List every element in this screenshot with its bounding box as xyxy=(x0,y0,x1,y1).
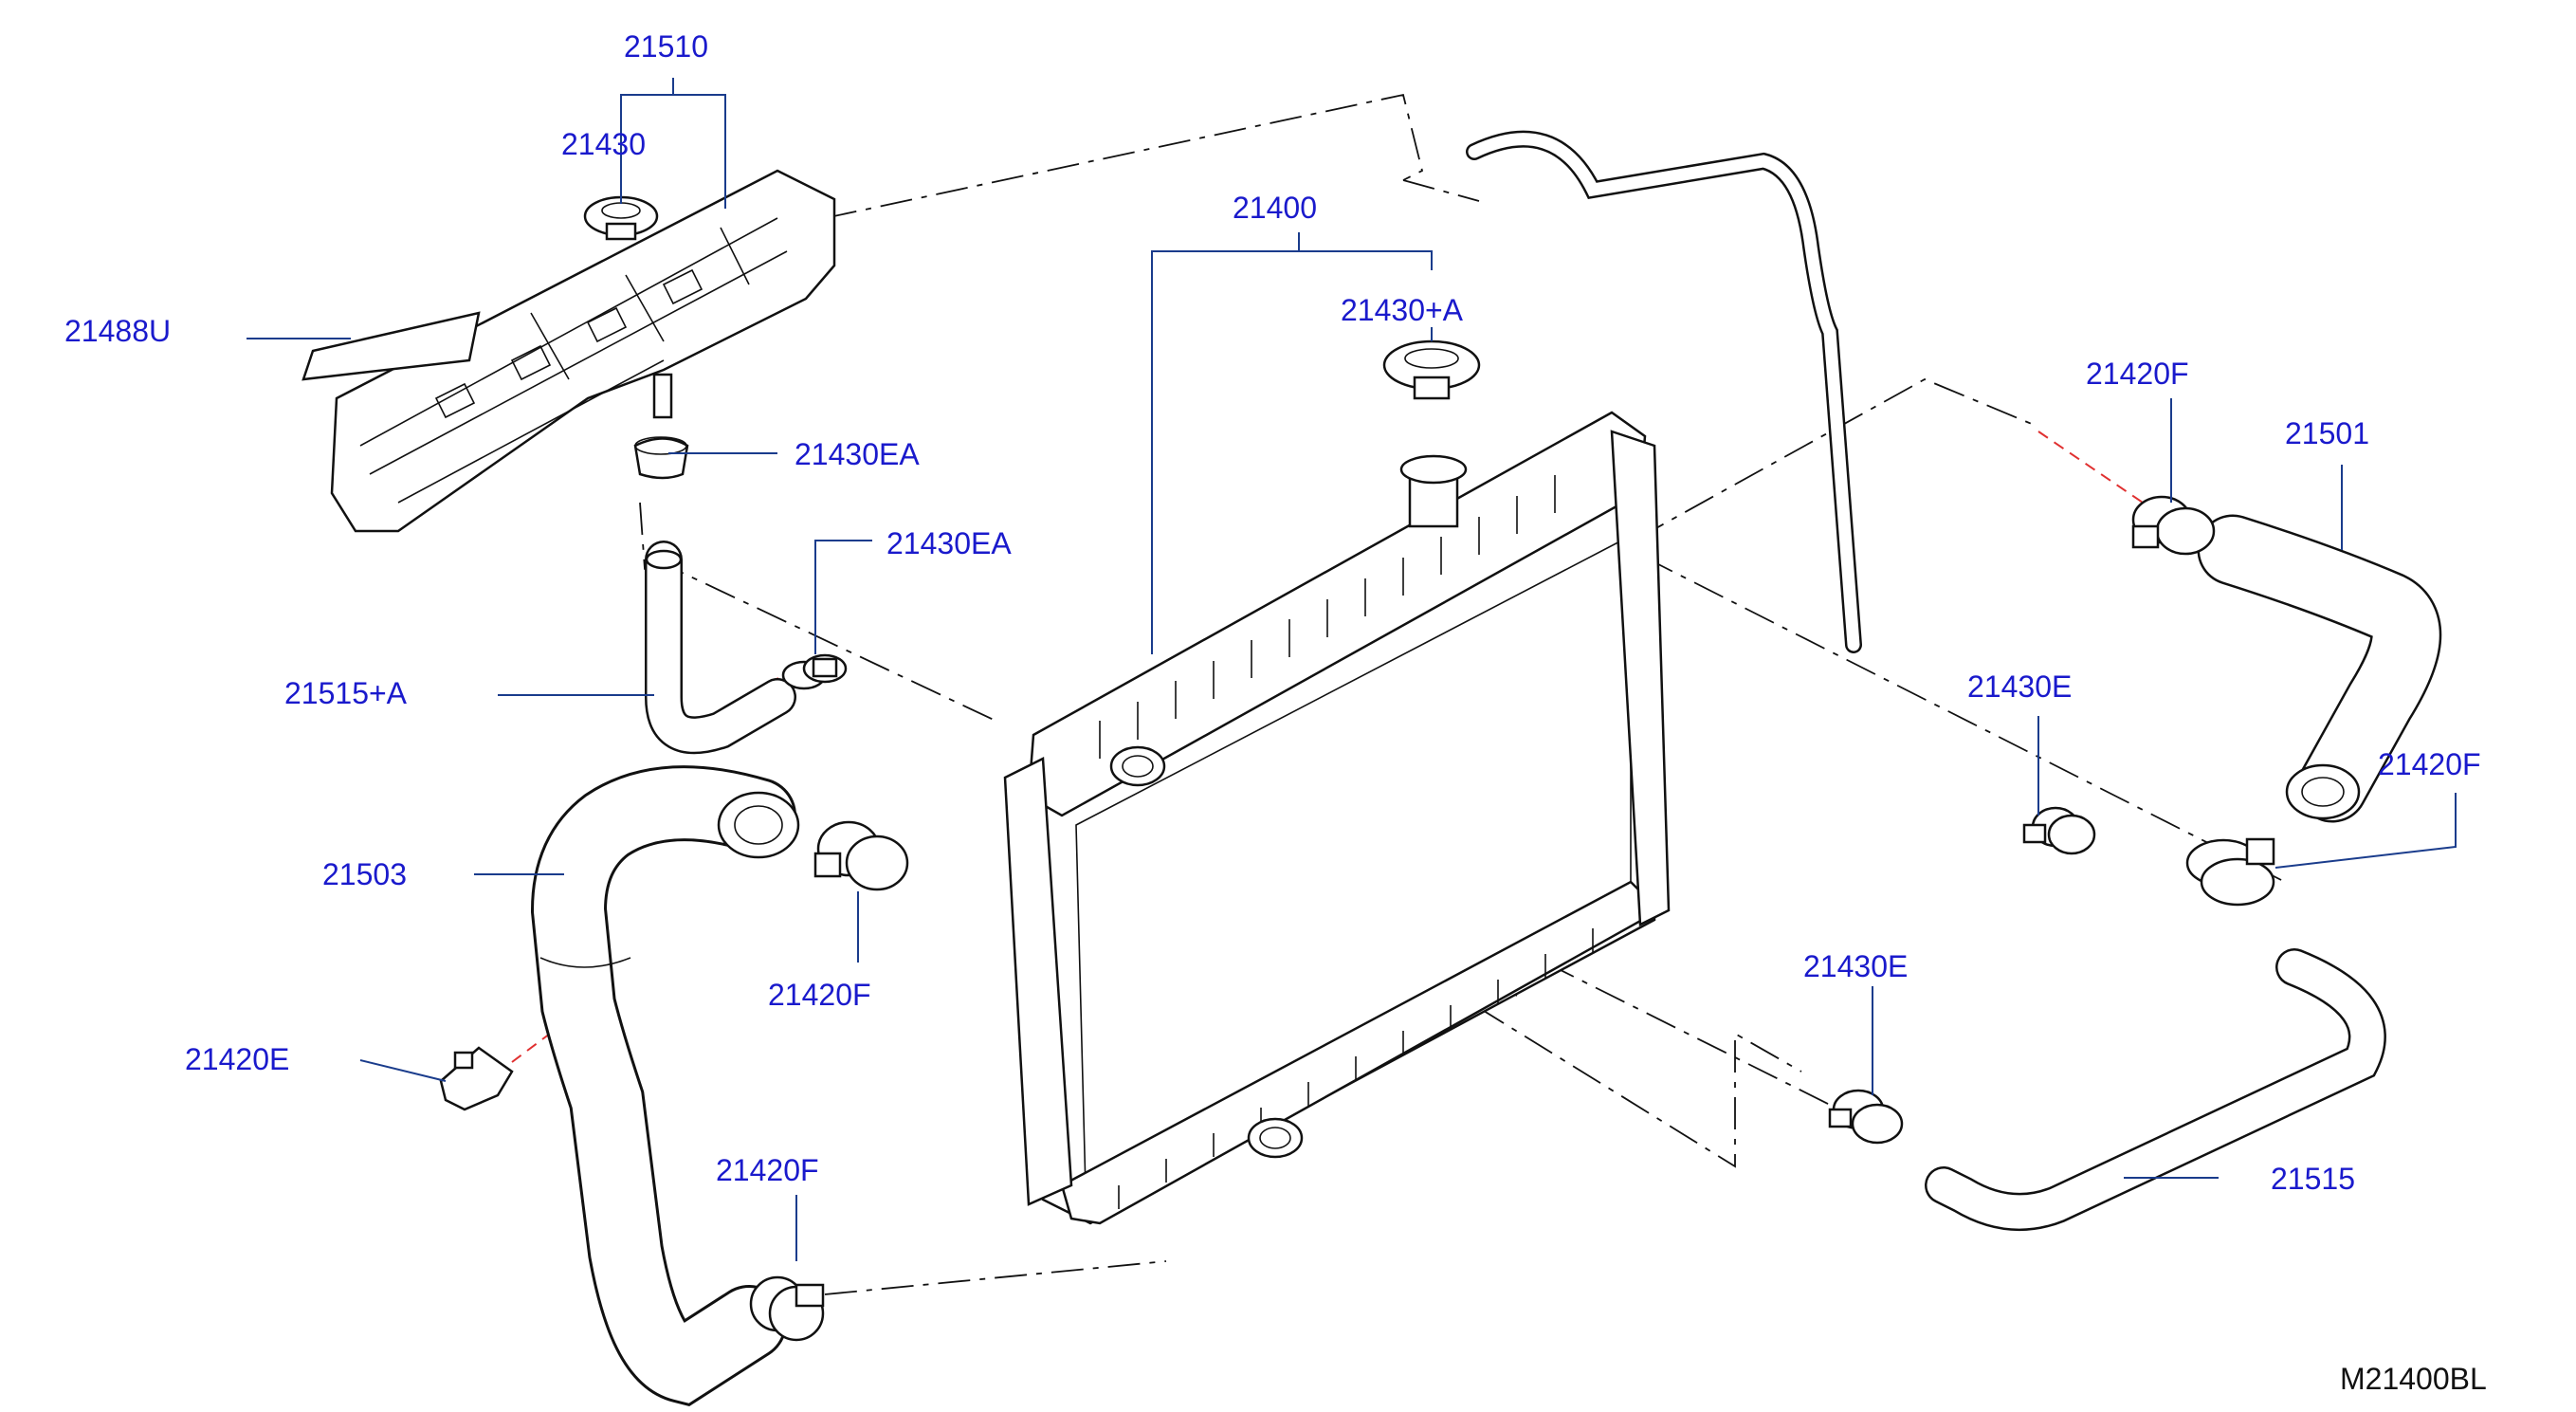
label-reservoir-cap[interactable]: 21430 xyxy=(561,127,646,161)
lower-hose xyxy=(530,765,800,1407)
label-overflow-hose[interactable]: 21515+A xyxy=(284,676,408,710)
radiator-cap xyxy=(1382,339,1481,400)
upper-hose xyxy=(2197,514,2442,823)
label-upper-hose-clamp-top[interactable]: 21420F xyxy=(2086,357,2189,391)
label-lower-hose[interactable]: 21503 xyxy=(322,857,407,891)
overflow-hose-clamp xyxy=(781,653,848,690)
diagram-code: M21400BL xyxy=(2340,1362,2487,1396)
breather-hose xyxy=(1466,130,1862,653)
label-caution-label[interactable]: 21488U xyxy=(64,314,171,348)
side-hose-clamp-lower xyxy=(1828,1089,1904,1145)
label-radiator-cap[interactable]: 21430+A xyxy=(1341,293,1464,327)
reservoir-cap xyxy=(583,195,659,241)
overflow-hose xyxy=(645,541,796,755)
label-overflow-clamp[interactable]: 21430EA xyxy=(886,526,1012,560)
label-lower-hose-clip[interactable]: 21420E xyxy=(185,1042,289,1076)
label-reservoir-clamp[interactable]: 21430EA xyxy=(795,437,920,471)
lower-hose-clamp-top xyxy=(813,820,909,891)
upper-hose-clamp-top xyxy=(2131,495,2216,556)
reservoir-tank xyxy=(330,169,836,533)
caution-label xyxy=(301,311,481,381)
label-reservoir-assy[interactable]: 21510 xyxy=(624,29,708,64)
label-radiator-assy[interactable]: 21400 xyxy=(1233,191,1317,225)
lower-hose-clip xyxy=(439,1046,514,1111)
label-side-hose-clamp-upper[interactable]: 21430E xyxy=(1967,669,2072,704)
lower-hose-clamp-bottom xyxy=(749,1275,825,1342)
side-hose-clamp-upper xyxy=(2022,806,2096,855)
label-side-hose[interactable]: 21515 xyxy=(2271,1162,2355,1196)
side-hose xyxy=(1925,948,2386,1231)
label-lower-hose-clamp-bottom[interactable]: 21420F xyxy=(716,1153,819,1187)
leader-lines xyxy=(247,78,2457,1261)
label-side-hose-clamp-lower[interactable]: 21430E xyxy=(1803,949,1908,983)
label-upper-hose[interactable]: 21501 xyxy=(2285,416,2369,450)
upper-hose-clamp-bottom xyxy=(2185,837,2275,907)
part-labels: 21510 21430 21488U 21430EA 21430EA 21515… xyxy=(64,29,2481,1196)
radiator-assembly xyxy=(1003,411,1671,1225)
label-upper-hose-clamp-bottom[interactable]: 21420F xyxy=(2378,747,2481,781)
label-lower-hose-clamp-top[interactable]: 21420F xyxy=(768,978,871,1012)
